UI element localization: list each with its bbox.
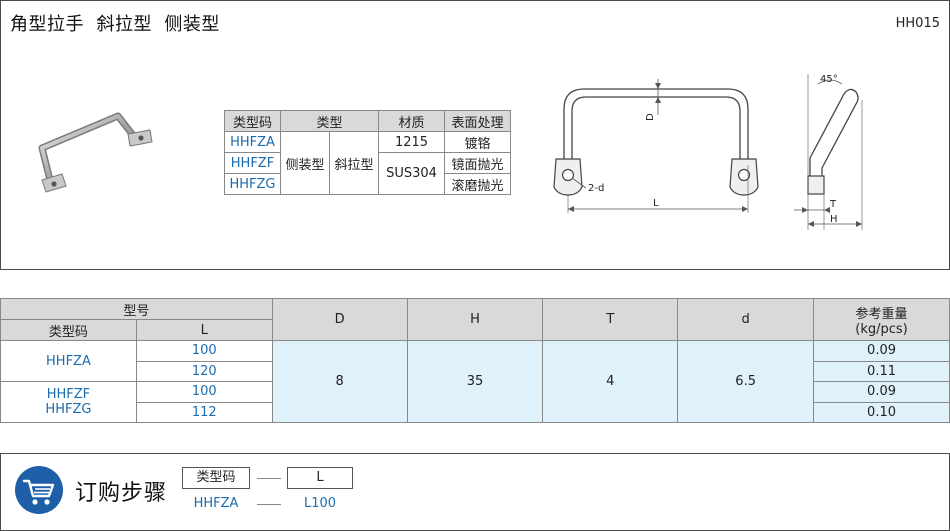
type-cell-slant: 斜拉型 (329, 131, 379, 195)
header-L: L (135, 319, 273, 341)
handle-photo (38, 112, 153, 193)
finish-cell: 镜面抛光 (444, 152, 511, 174)
weight-cell: 0.10 (813, 401, 950, 423)
product-code: HH015 (895, 16, 940, 31)
label-T: T (829, 199, 837, 210)
table-row: 120 0.11 (1, 360, 950, 382)
front-view-drawing: D 2-d L (553, 79, 759, 213)
header-D: D (271, 298, 408, 341)
table-row: 112 0.10 (1, 401, 950, 423)
order-separator (257, 478, 281, 479)
type-code-cell: HHFZA (224, 131, 281, 153)
order-separator (257, 504, 281, 505)
header-finish: 表面处理 (444, 110, 511, 132)
order-example-code: HHFZA (193, 496, 239, 511)
side-view-drawing: 45° T H (794, 74, 863, 230)
label-hole: 2-d (588, 183, 604, 194)
header-material: 材质 (378, 110, 445, 132)
header-type: 类型 (280, 110, 379, 132)
order-box-code: 类型码 (182, 467, 250, 489)
weight-cell: 0.09 (813, 381, 950, 403)
weight-cell: 0.09 (813, 340, 950, 362)
weight-cell: 0.11 (813, 360, 950, 382)
header-model: 型号 (0, 298, 273, 320)
code-cell: HHFZF HHFZG (0, 381, 137, 423)
header-type-code: 类型码 (224, 110, 281, 132)
L-cell: 100 (135, 340, 273, 362)
label-L: L (653, 198, 659, 209)
order-example-L: L100 (303, 496, 337, 511)
L-cell: 100 (135, 381, 273, 403)
table-row: HHFZF HHFZG 100 0.09 (0, 381, 950, 423)
order-box-L: L (287, 467, 353, 489)
type-cell-side-mount: 侧装型 (280, 131, 330, 195)
table-row: HHFZA 100 8 35 4 6.5 0.09 (0, 340, 950, 423)
H-value: 35 (406, 340, 544, 423)
header-d: d (677, 298, 815, 341)
material-cell: 1215 (378, 131, 445, 153)
spec-table: 型号 D H T d 参考重量 (kg/pcs) 类型码 L HHFZA 100… (0, 298, 950, 423)
header-T: T (542, 298, 679, 341)
header-weight: 参考重量 (kg/pcs) (813, 298, 950, 341)
finish-cell: 滚磨抛光 (444, 173, 511, 195)
header-weight-label: 参考重量 (855, 306, 908, 322)
type-code-cell: HHFZF (224, 152, 281, 174)
code-cell: HHFZA (0, 340, 137, 382)
type-table: 类型码 类型 材质 表面处理 HHFZA 侧装型 斜拉型 1215 镀铬 HHF… (224, 110, 511, 195)
order-title: 订购步骤 (75, 481, 168, 506)
code-line: HHFZF (46, 387, 91, 402)
d-value: 6.5 (677, 340, 815, 423)
type-code-cell: HHFZG (224, 173, 281, 195)
label-D: D (645, 113, 656, 121)
T-value: 4 (542, 340, 679, 423)
material-cell: SUS304 (378, 152, 445, 195)
finish-cell: 镀铬 (444, 131, 511, 153)
page-title: 角型拉手 斜拉型 侧装型 (10, 14, 220, 35)
label-H: H (830, 214, 838, 225)
cart-icon (15, 466, 63, 514)
code-line: HHFZG (45, 402, 92, 417)
header-weight-unit: (kg/pcs) (855, 321, 908, 337)
D-value: 8 (271, 340, 408, 423)
L-cell: 120 (135, 360, 273, 382)
label-angle: 45° (820, 74, 838, 85)
header-code: 类型码 (0, 319, 137, 341)
L-cell: 112 (135, 401, 273, 423)
header-H: H (406, 298, 544, 341)
